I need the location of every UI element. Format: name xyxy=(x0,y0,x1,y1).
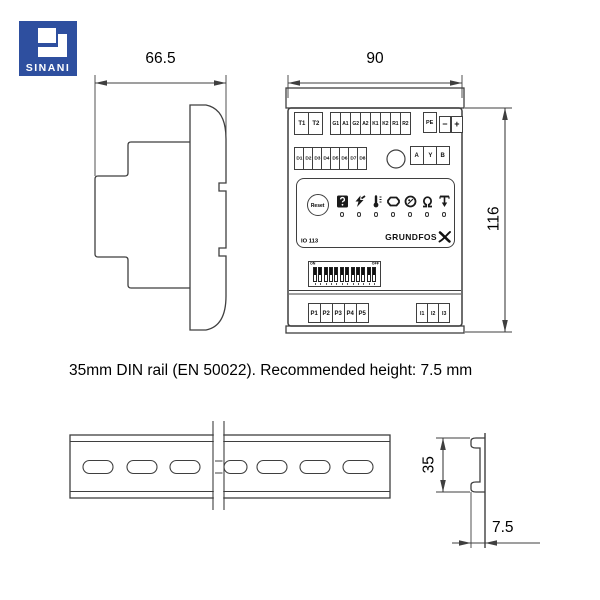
temperature-led xyxy=(373,212,379,217)
din-rail-top-view xyxy=(69,421,391,510)
dip-off-label: OFF xyxy=(371,261,379,266)
insulation-led xyxy=(356,212,362,217)
moisture-switch-icon xyxy=(403,195,417,217)
terminal-cell: R2 xyxy=(400,112,411,135)
dip-switch xyxy=(361,267,366,285)
grundfos-logo-icon xyxy=(438,231,451,243)
stator-moisture-icon xyxy=(386,195,400,217)
status-icon-row xyxy=(335,195,451,217)
sinani-logo: SINANI xyxy=(19,21,77,76)
sinani-g-icon xyxy=(38,28,67,57)
terminal-cell: D8 xyxy=(357,147,367,170)
resistance-led xyxy=(424,212,430,217)
dip-switch xyxy=(323,267,328,285)
dip-switch-row xyxy=(313,267,376,285)
dim-side-width: 66.5 xyxy=(145,50,176,67)
brand-text: GRUNDFOS xyxy=(385,231,437,242)
insulation-fault-icon xyxy=(352,195,366,217)
din-rail-cross-section xyxy=(436,433,540,548)
dim-rail-depth: 7.5 xyxy=(492,519,514,536)
dip-switch xyxy=(334,267,339,285)
terminal-cell: A xyxy=(410,146,424,165)
reset-button: Reset xyxy=(307,194,329,216)
dip-switch xyxy=(345,267,350,285)
side-view-drawing xyxy=(94,75,227,331)
dip-switch xyxy=(329,267,334,285)
temperature-icon xyxy=(369,195,383,217)
caption-text: 35mm DIN rail (EN 50022). Recommended he… xyxy=(69,362,473,379)
terminal-cell: Y xyxy=(423,146,437,165)
terminal-cell: P5 xyxy=(356,303,369,323)
brand-row: GRUNDFOS xyxy=(385,231,451,243)
terminal-minus: − xyxy=(439,116,451,133)
terminal-cell: T2 xyxy=(308,112,323,135)
dim-front-width: 90 xyxy=(366,50,384,67)
pump-icon xyxy=(437,195,451,217)
logo-brand-text: SINANI xyxy=(25,61,71,74)
pump-led xyxy=(441,212,447,217)
model-label: IO 113 xyxy=(301,237,319,244)
alarm-led xyxy=(339,212,345,217)
front-panel: Reset xyxy=(296,178,455,248)
dip-switch xyxy=(339,267,344,285)
dim-rail-height: 35 xyxy=(420,456,438,474)
alarm-icon xyxy=(335,195,349,217)
dip-switch xyxy=(371,267,376,285)
terminal-cell: T1 xyxy=(294,112,309,135)
dip-switch xyxy=(318,267,323,285)
resistance-icon xyxy=(420,195,434,217)
dip-switch xyxy=(366,267,371,285)
dip-switch xyxy=(355,267,360,285)
stator-led xyxy=(390,212,396,217)
moisture-led xyxy=(407,212,413,217)
front-view-drawing xyxy=(285,75,512,334)
dip-on-label: ON xyxy=(310,261,316,266)
terminal-cell: B xyxy=(436,146,450,165)
dip-switch-block: ON OFF xyxy=(308,261,381,287)
dim-front-height: 116 xyxy=(485,206,503,232)
terminal-plus: + xyxy=(451,116,463,133)
dip-switch xyxy=(350,267,355,285)
terminal-pe: PE xyxy=(423,112,437,133)
dip-switch xyxy=(313,267,317,285)
terminal-cell: I3 xyxy=(438,303,450,323)
